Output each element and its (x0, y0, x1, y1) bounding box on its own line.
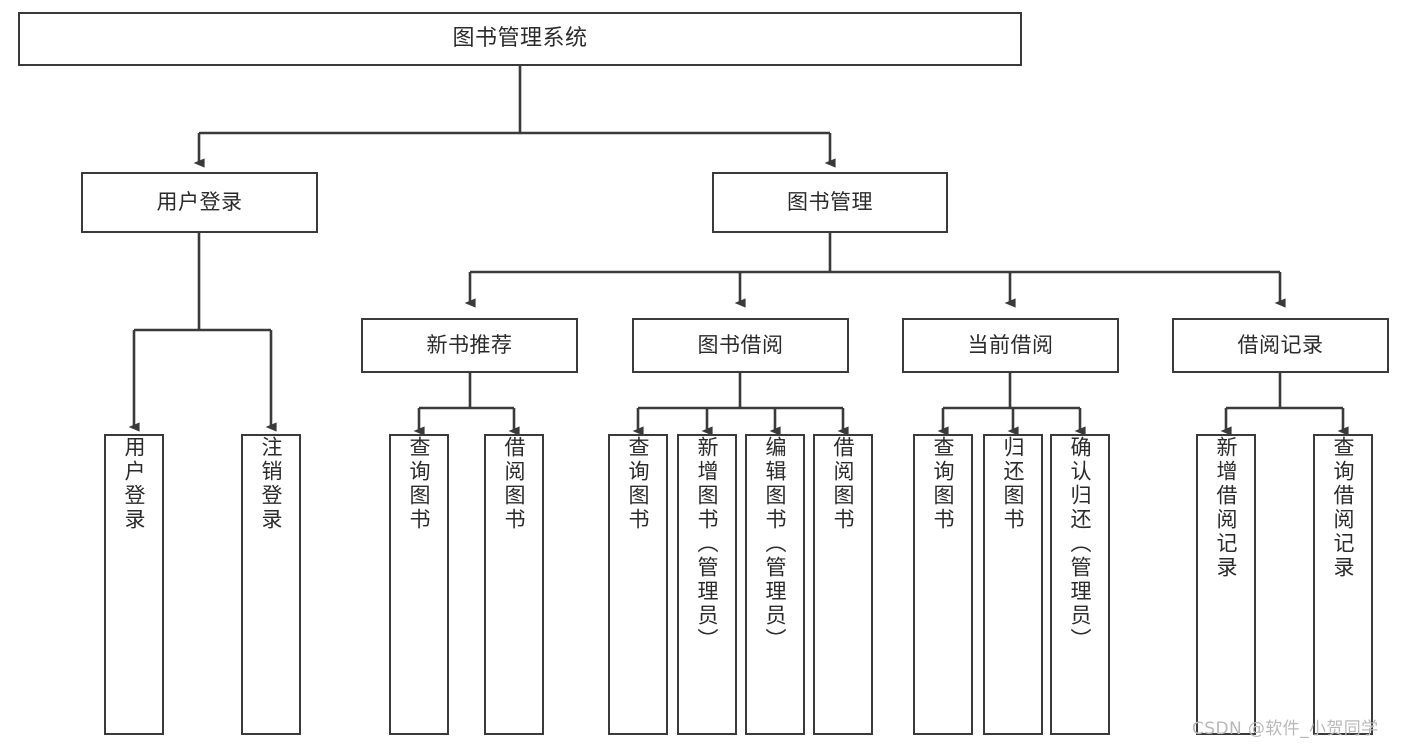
leaf-add-record[interactable]: 新增借阅记录 (1196, 434, 1256, 735)
leaf-user-login-label: 用户登录 (122, 436, 147, 532)
node-borrow-record[interactable]: 借阅记录 (1172, 318, 1389, 373)
leaf-query-book-a-label: 查询图书 (407, 436, 432, 532)
node-book-manage[interactable]: 图书管理 (712, 172, 948, 233)
leaf-query-book-c-label: 查询图书 (931, 436, 956, 532)
csdn-watermark: CSDN @软件_小贺同学 (1192, 719, 1379, 739)
leaf-borrow-book-b-label: 借阅图书 (831, 436, 856, 532)
leaf-borrow-book-a-label: 借阅图书 (502, 436, 527, 532)
leaf-query-record-label: 查询借阅记录 (1331, 436, 1356, 580)
leaf-return-book-label: 归还图书 (1001, 436, 1026, 532)
leaf-add-book-label: 新增图书（管理员） (695, 436, 720, 652)
leaf-add-record-label: 新增借阅记录 (1214, 436, 1239, 580)
node-borrow-record-label: 借阅记录 (1237, 332, 1324, 357)
node-new-book-recommend[interactable]: 新书推荐 (361, 318, 578, 373)
leaf-borrow-book-a[interactable]: 借阅图书 (484, 434, 544, 735)
node-user-login[interactable]: 用户登录 (81, 172, 318, 233)
leaf-query-book-c[interactable]: 查询图书 (913, 434, 973, 735)
node-book-borrow-label: 图书借阅 (697, 332, 784, 357)
node-new-book-recommend-label: 新书推荐 (426, 332, 513, 357)
leaf-edit-book-label: 编辑图书（管理员） (763, 436, 788, 652)
leaf-query-book-b[interactable]: 查询图书 (608, 434, 668, 735)
leaf-query-record[interactable]: 查询借阅记录 (1313, 434, 1373, 735)
leaf-user-login[interactable]: 用户登录 (104, 434, 164, 735)
node-book-manage-label: 图书管理 (787, 189, 873, 214)
leaf-confirm-return-label: 确认归还（管理员） (1068, 436, 1093, 652)
leaf-logout-label: 注销登录 (259, 436, 284, 532)
leaf-add-book[interactable]: 新增图书（管理员） (677, 434, 737, 735)
node-book-borrow[interactable]: 图书借阅 (632, 318, 849, 373)
leaf-return-book[interactable]: 归还图书 (983, 434, 1043, 735)
node-root-label: 图书管理系统 (452, 26, 588, 52)
node-user-login-label: 用户登录 (156, 189, 243, 214)
node-current-borrow[interactable]: 当前借阅 (902, 318, 1119, 373)
leaf-query-book-a[interactable]: 查询图书 (389, 434, 449, 735)
node-root[interactable]: 图书管理系统 (18, 12, 1022, 66)
leaf-logout[interactable]: 注销登录 (241, 434, 301, 735)
leaf-borrow-book-b[interactable]: 借阅图书 (813, 434, 873, 735)
leaf-query-book-b-label: 查询图书 (626, 436, 651, 532)
leaf-edit-book[interactable]: 编辑图书（管理员） (745, 434, 805, 735)
leaf-confirm-return[interactable]: 确认归还（管理员） (1050, 434, 1110, 735)
node-current-borrow-label: 当前借阅 (967, 332, 1054, 357)
